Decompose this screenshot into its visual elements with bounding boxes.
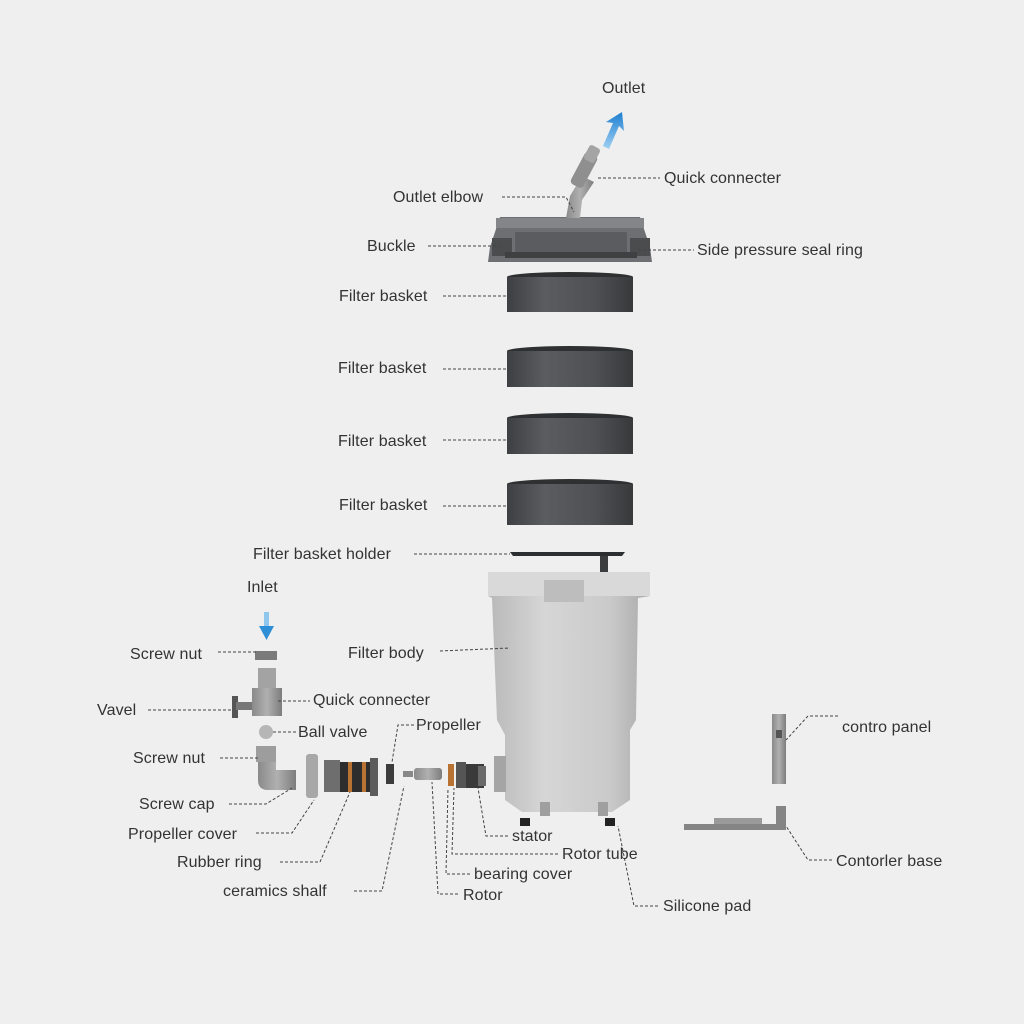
label-propeller: Propeller: [416, 717, 481, 734]
label-rubber-ring: Rubber ring: [177, 854, 262, 871]
label-side-pressure-seal-ring: Side pressure seal ring: [697, 242, 863, 259]
control-panel: [772, 714, 786, 784]
label-contorler-base: Contorler base: [836, 853, 943, 870]
label-filter-basket-1: Filter basket: [339, 288, 428, 305]
label-propeller-cover: Propeller cover: [128, 826, 238, 843]
label-ceramics-shalf: ceramics shalf: [223, 883, 327, 900]
label-quick-connecter-inlet: Quick connecter: [313, 692, 431, 709]
inlet-arrow-icon: [259, 612, 274, 640]
label-screw-nut-top: Screw nut: [130, 646, 203, 663]
controller-base: [684, 806, 786, 830]
label-vavel: Vavel: [97, 702, 137, 719]
label-screw-nut-bottom: Screw nut: [133, 750, 206, 767]
label-outlet-elbow: Outlet elbow: [393, 189, 484, 206]
label-filter-basket-3: Filter basket: [338, 433, 427, 450]
label-screw-cap: Screw cap: [139, 796, 215, 813]
label-filter-basket-2: Filter basket: [338, 360, 427, 377]
filter-basket-1: [507, 272, 633, 312]
silicone-pads: [520, 818, 615, 826]
label-filter-basket-holder: Filter basket holder: [253, 546, 392, 563]
label-silicone-pad: Silicone pad: [663, 898, 752, 915]
filter-basket-4: [507, 479, 633, 525]
label-filter-body: Filter body: [348, 645, 424, 662]
label-filter-basket-4: Filter basket: [339, 497, 428, 514]
label-quick-connecter-top: Quick connecter: [664, 170, 782, 187]
label-outlet: Outlet: [602, 80, 646, 97]
filter-body: [488, 572, 650, 816]
filter-basket-3: [507, 413, 633, 454]
filter-basket-holder: [510, 552, 625, 572]
inlet-assembly: [232, 651, 296, 790]
label-stator: stator: [512, 828, 553, 845]
label-buckle: Buckle: [367, 238, 416, 255]
leader-lines: [148, 177, 838, 907]
pump-parts: [306, 754, 486, 798]
outlet-arrow-icon: [603, 112, 624, 149]
label-contro-panel: contro panel: [842, 719, 932, 736]
label-bearing-cover: bearing cover: [474, 866, 573, 883]
label-rotor: Rotor: [463, 887, 503, 904]
lid-assembly: [488, 145, 652, 262]
label-ball-valve: Ball valve: [298, 724, 368, 741]
label-rotor-tube: Rotor tube: [562, 846, 638, 863]
label-inlet: Inlet: [247, 579, 278, 596]
filter-basket-2: [507, 346, 633, 387]
